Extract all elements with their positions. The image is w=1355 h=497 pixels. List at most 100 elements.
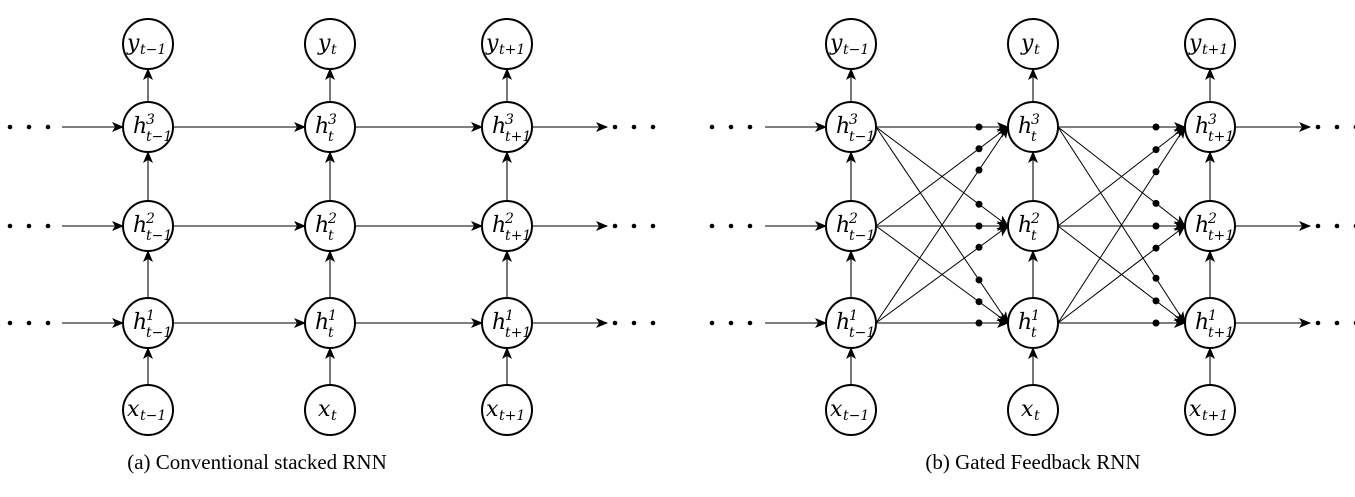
hidden-label-a-1-layer2: h2t bbox=[315, 211, 337, 244]
input-label-a-1-sub: t bbox=[331, 408, 337, 424]
gate-dot-b-1-0-0 bbox=[1152, 123, 1160, 131]
gated-feedback-edge-b-1-2-1 bbox=[1057, 225, 1186, 324]
hidden-label-b-1-layer1-sup: 1 bbox=[1031, 308, 1040, 324]
caption-b: (b) Gated Feedback RNN bbox=[925, 450, 1140, 474]
hidden-label-a-1-layer1-sub: t bbox=[328, 325, 334, 341]
gate-dot-b-1-0-1 bbox=[1152, 199, 1160, 207]
gate-dot-b-1-2-1 bbox=[1152, 244, 1160, 252]
hidden-node-a-0-layer3 bbox=[122, 101, 174, 153]
ellipsis-right-a-layer1 bbox=[612, 320, 656, 326]
hidden-node-b-2-layer1 bbox=[1184, 297, 1236, 349]
input-label-b-2-sub: t+1 bbox=[1202, 408, 1228, 424]
hidden-node-a-2-layer3 bbox=[481, 101, 533, 153]
hidden-label-b-2-layer1-sub: t+1 bbox=[1208, 325, 1234, 341]
gate-dot-b-0-0-2 bbox=[975, 276, 983, 284]
output-node-b-0 bbox=[825, 18, 877, 70]
hidden-label-b-2-layer3-sup: 3 bbox=[1208, 112, 1217, 128]
output-label-a-2-sub: t+1 bbox=[499, 42, 525, 58]
hidden-label-a-2-layer1-sub: t+1 bbox=[505, 325, 531, 341]
input-label-a-2-sub: t+1 bbox=[499, 408, 525, 424]
output-label-a-0-base: y bbox=[126, 31, 140, 56]
hidden-label-a-0-layer2-sup: 2 bbox=[145, 211, 155, 227]
ellipsis-right-b-layer2 bbox=[1315, 223, 1355, 229]
hidden-label-b-0-layer1: h1t−1 bbox=[836, 308, 875, 341]
hidden-node-a-2-layer1 bbox=[481, 297, 533, 349]
hidden-label-b-0-layer3-sup: 3 bbox=[849, 112, 858, 128]
gate-dot-b-0-1-2 bbox=[975, 298, 983, 306]
ellipsis-left-a-layer3 bbox=[7, 124, 51, 130]
hidden-label-a-0-layer2-base: h bbox=[133, 213, 147, 238]
hidden-label-b-2-layer2-sub: t+1 bbox=[1208, 228, 1234, 244]
caption-a: (a) Conventional stacked RNN bbox=[127, 450, 387, 474]
hidden-label-b-2-layer2-sup: 2 bbox=[1207, 211, 1217, 227]
ellipsis-right-a-layer3 bbox=[612, 124, 656, 130]
hidden-node-b-0-layer2 bbox=[825, 200, 877, 252]
input-node-b-2 bbox=[1184, 384, 1236, 436]
hidden-label-a-2-layer3-sub: t+1 bbox=[505, 129, 531, 145]
ellipsis-right-a-layer2 bbox=[612, 223, 656, 229]
hidden-node-a-1-layer2 bbox=[304, 200, 356, 252]
hidden-label-b-1-layer3-base: h bbox=[1018, 114, 1032, 139]
input-label-a-1-base: x bbox=[318, 397, 331, 422]
hidden-label-a-2-layer2: h2t+1 bbox=[492, 211, 531, 244]
hidden-label-b-0-layer1-sub: t−1 bbox=[849, 325, 875, 341]
hidden-node-b-0-layer1 bbox=[825, 297, 877, 349]
hidden-label-a-2-layer2-sup: 2 bbox=[504, 211, 514, 227]
output-label-b-0-base: y bbox=[829, 31, 843, 56]
hidden-node-a-0-layer2 bbox=[122, 200, 174, 252]
hidden-label-b-1-layer3: h3t bbox=[1018, 112, 1040, 145]
hidden-label-a-0-layer3-sub: t−1 bbox=[146, 129, 172, 145]
hidden-label-a-2-layer1-sup: 1 bbox=[505, 308, 514, 324]
hidden-label-a-1-layer3: h3t bbox=[315, 112, 337, 145]
gate-dot-b-1-2-0 bbox=[1152, 168, 1160, 176]
hidden-label-b-2-layer1-sup: 1 bbox=[1208, 308, 1217, 324]
input-label-b-1-sub: t bbox=[1034, 408, 1040, 424]
ellipsis-left-a-layer2 bbox=[7, 223, 51, 229]
hidden-label-b-1-layer1-sub: t bbox=[1031, 325, 1037, 341]
input-label-a-0-sub: t−1 bbox=[140, 408, 166, 424]
input-node-a-1 bbox=[304, 384, 356, 436]
hidden-label-a-1-layer1-base: h bbox=[315, 310, 329, 335]
gate-dot-b-0-2-0 bbox=[975, 166, 983, 174]
hidden-node-b-2-layer2 bbox=[1184, 200, 1236, 252]
input-label-b-0-sub: t−1 bbox=[843, 408, 869, 424]
hidden-node-a-2-layer2 bbox=[481, 200, 533, 252]
hidden-label-b-1-layer1: h1t bbox=[1018, 308, 1040, 341]
input-label-a-0-base: x bbox=[127, 397, 140, 422]
hidden-label-a-2-layer3: h3t+1 bbox=[492, 112, 531, 145]
hidden-label-a-2-layer2-base: h bbox=[492, 213, 506, 238]
hidden-label-a-1-layer2-base: h bbox=[315, 213, 329, 238]
output-label-b-1-base: y bbox=[1020, 31, 1034, 56]
input-label-b-0-base: x bbox=[830, 397, 843, 422]
output-node-b-1 bbox=[1007, 18, 1059, 70]
hidden-label-b-0-layer3: h3t−1 bbox=[836, 112, 875, 145]
hidden-label-b-1-layer2-sub: t bbox=[1031, 228, 1037, 244]
hidden-label-b-2-layer1: h1t+1 bbox=[1195, 308, 1234, 341]
output-label-a-1-sub: t bbox=[331, 42, 337, 58]
output-node-a-2 bbox=[481, 18, 533, 70]
ellipsis-left-b-layer2 bbox=[709, 223, 753, 229]
hidden-label-b-0-layer1-base: h bbox=[836, 310, 850, 335]
hidden-label-a-2-layer1-base: h bbox=[492, 310, 506, 335]
ellipsis-left-a-layer1 bbox=[7, 320, 51, 326]
output-node-a-1 bbox=[304, 18, 356, 70]
hidden-label-b-0-layer3-base: h bbox=[836, 114, 850, 139]
hidden-label-a-1-layer2-sub: t bbox=[328, 228, 334, 244]
hidden-node-a-1-layer1 bbox=[304, 297, 356, 349]
hidden-label-a-1-layer3-base: h bbox=[315, 114, 329, 139]
hidden-label-a-0-layer1-sup: 1 bbox=[146, 308, 155, 324]
hidden-label-b-0-layer2-sub: t−1 bbox=[849, 228, 875, 244]
input-node-b-0 bbox=[825, 384, 877, 436]
gate-dot-b-0-0-0 bbox=[975, 123, 983, 131]
